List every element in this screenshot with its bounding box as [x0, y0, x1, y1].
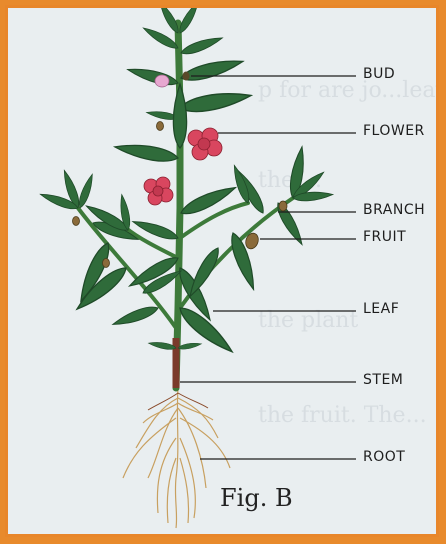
leaves	[39, 8, 333, 357]
diagram-frame: p for are jo...leaves, the ... the plant…	[5, 5, 439, 537]
label-leaf: LEAF	[363, 301, 399, 317]
label-root: ROOT	[363, 449, 405, 465]
label-fruit: FRUIT	[363, 229, 406, 245]
flower-1	[188, 128, 222, 160]
label-bud: BUD	[363, 66, 395, 82]
label-flower: FLOWER	[363, 123, 425, 139]
root-system	[123, 388, 230, 528]
label-branch: BRANCH	[363, 202, 425, 218]
flower-2	[144, 177, 173, 205]
main-stem	[176, 23, 180, 388]
figure-caption: Fig. B	[220, 484, 293, 512]
label-stem: STEM	[363, 372, 403, 388]
